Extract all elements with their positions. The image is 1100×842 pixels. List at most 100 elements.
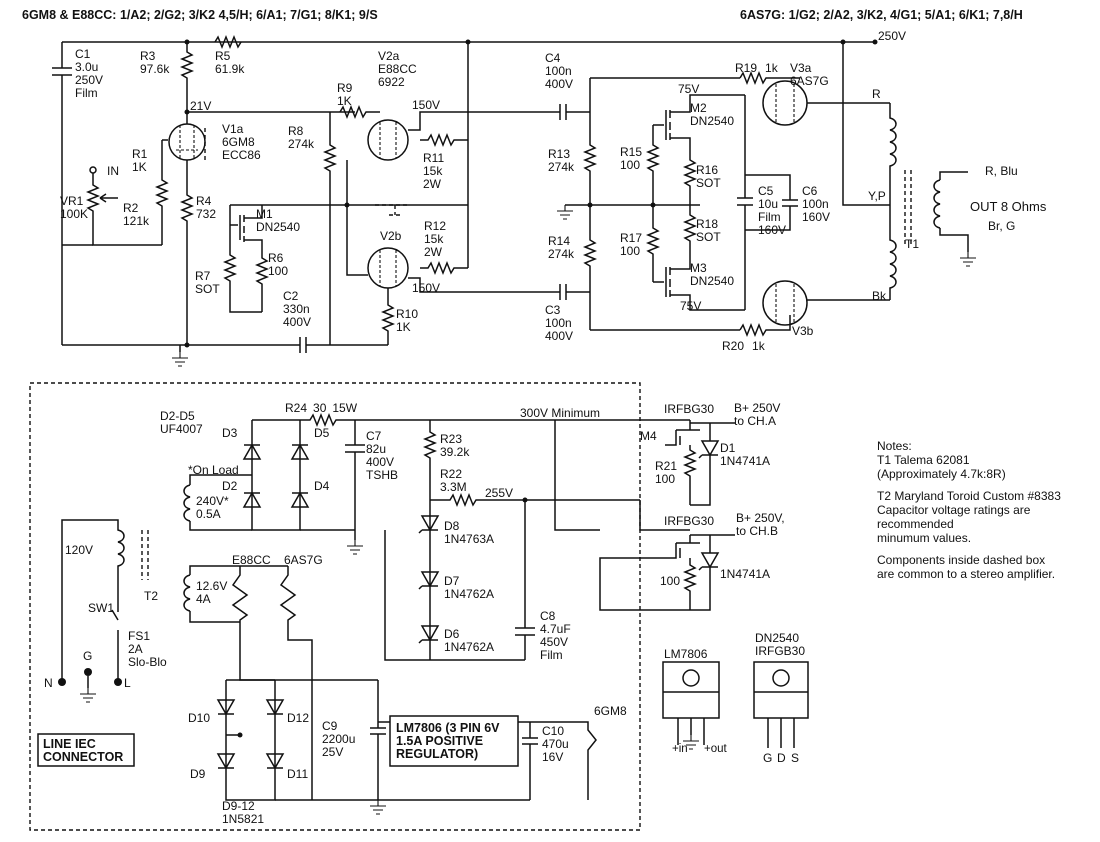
t1-tap-yp: Y,P — [868, 189, 886, 203]
r21b-label: 100 — [660, 574, 680, 588]
heater-e88cc: E88CC — [232, 553, 271, 567]
d9-label: D9 — [190, 767, 206, 781]
q2-part: IRFBG30 — [664, 514, 714, 528]
d3-label: D3 — [222, 426, 238, 440]
node-150v-upper: 150V — [412, 98, 440, 112]
lm7806-pin-in: +in — [672, 743, 688, 755]
node-255v: 255V — [485, 486, 513, 500]
v3b-label: V3b — [792, 324, 814, 338]
lm7806-package: LM7806 +in +out — [662, 647, 728, 755]
v2b-label: V2b — [380, 229, 402, 243]
heater-6as7g: 6AS7G — [284, 553, 323, 567]
t1-tap-bk: Bk — [872, 289, 887, 303]
sw1-label: SW1 — [88, 601, 114, 615]
mains-n: N — [44, 676, 53, 690]
heater-6gm8: 6GM8 — [594, 704, 627, 718]
notes-block: Notes: T1 Talema 62081 (Approximately 4.… — [877, 439, 1064, 581]
d4-label: D4 — [314, 479, 330, 493]
mains-g: G — [83, 649, 92, 663]
dn2540-pin-g: G — [763, 751, 772, 765]
t1-output: OUT 8 Ohms — [970, 199, 1047, 214]
node-75v-upper: 75V — [678, 82, 699, 96]
d12-label: D12 — [287, 711, 309, 725]
lm7806-regulator-box — [389, 715, 519, 767]
lm7806-pin-out: +out — [704, 743, 728, 755]
d5-label: D5 — [314, 426, 330, 440]
m4-label: M4 — [640, 429, 657, 443]
lm7806-pkg-title: LM7806 — [664, 647, 708, 661]
primary-120v: 120V — [65, 543, 93, 557]
input-label: IN — [107, 164, 119, 178]
q1-part: IRFBG30 — [664, 402, 714, 416]
d11-label: D11 — [287, 767, 308, 781]
t2-label: T2 — [144, 589, 158, 603]
t1-sec-rblu: R, Blu — [985, 164, 1018, 178]
common-psu-box — [29, 382, 641, 831]
b-plus-ch-b: B+ 250V,to CH.B — [736, 511, 785, 538]
t1-sec-brg: Br, G — [988, 219, 1015, 233]
t1-label: T1 — [905, 237, 919, 251]
tube-pinout-header-left: 6GM8 & E88CC: 1/A2; 2/G2; 3/K2 4,5/H; 6/… — [22, 8, 378, 22]
node-150v-lower: 150V — [412, 281, 440, 295]
dn2540-pin-s: S — [791, 751, 799, 765]
d10-label: D10 — [188, 711, 210, 725]
iec-connector-box — [37, 733, 135, 767]
node-300v: 300V Minimum — [520, 406, 600, 420]
node-75v-lower: 75V — [680, 299, 701, 313]
sec-240v-label: 240V*0.5A — [196, 494, 229, 521]
